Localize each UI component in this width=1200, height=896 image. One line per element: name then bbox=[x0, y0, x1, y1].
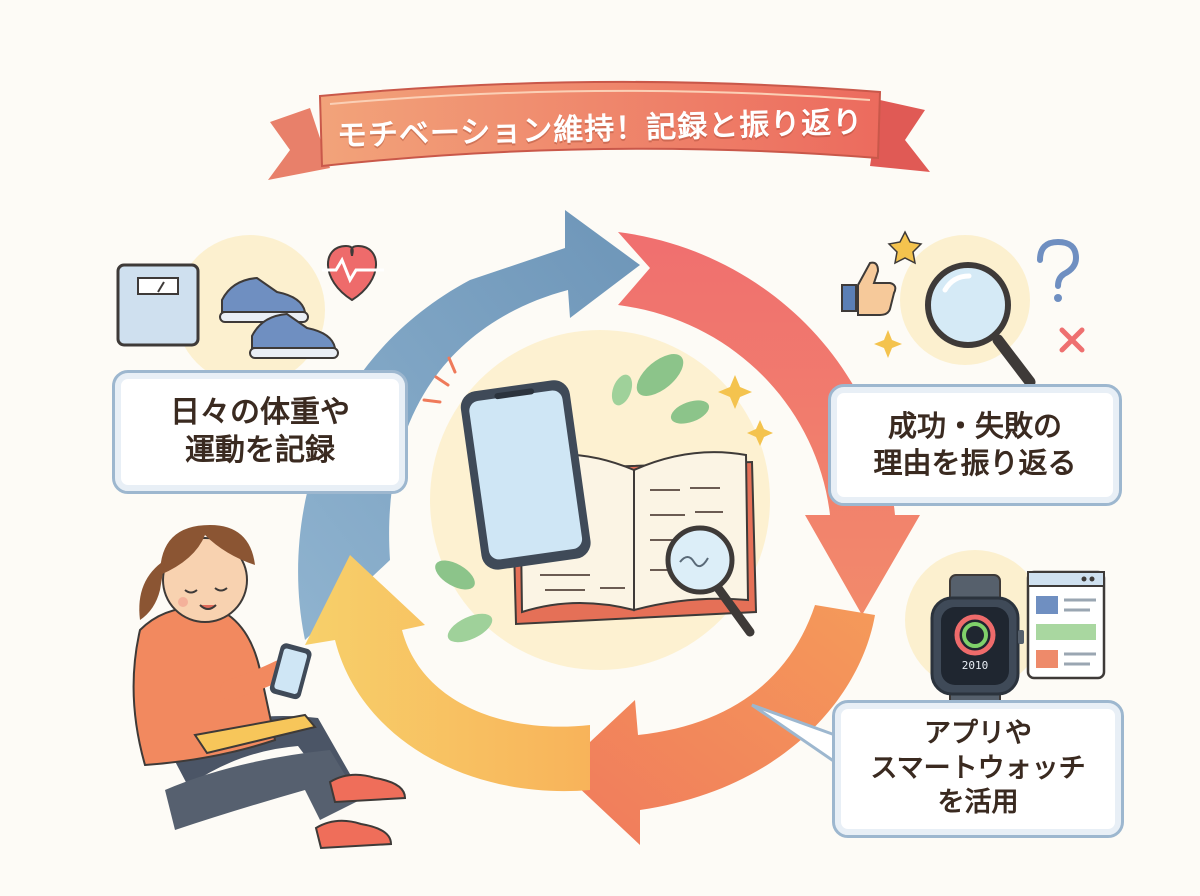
step-box-reflect: 成功・失敗の 理由を振り返る bbox=[828, 384, 1122, 506]
heart-rate-icon bbox=[322, 244, 384, 302]
arrow-yellow-return bbox=[305, 555, 590, 792]
title-banner bbox=[268, 80, 930, 180]
cross-icon bbox=[1059, 327, 1085, 353]
scale-icon bbox=[116, 263, 200, 347]
star-icon bbox=[887, 230, 923, 265]
ponytail bbox=[139, 560, 165, 620]
arrow-orange-apps bbox=[560, 605, 875, 845]
step-apps-line-3: を活用 bbox=[937, 787, 1019, 819]
arrow-red-reflect bbox=[618, 232, 920, 615]
banner-right-tail bbox=[870, 100, 930, 172]
step-reflect-line-2: 理由を振り返る bbox=[873, 446, 1077, 480]
center-illustration bbox=[422, 354, 773, 643]
banner-body bbox=[318, 80, 882, 168]
step-apps-line-2: スマートウォッチ bbox=[870, 752, 1086, 784]
smartphone-icon bbox=[460, 380, 591, 570]
leaf-icon bbox=[611, 374, 633, 406]
notebook-scribbles bbox=[540, 487, 723, 591]
magnifier-icon bbox=[665, 525, 755, 637]
step-apps-line-1: アプリや bbox=[924, 718, 1032, 750]
sparkle-icon bbox=[718, 375, 752, 409]
watch-readout: 2010 bbox=[962, 659, 989, 672]
leaf-icon bbox=[447, 613, 493, 643]
activity-ring bbox=[954, 614, 996, 656]
question-icon bbox=[1037, 238, 1080, 289]
leaf-icon bbox=[636, 354, 684, 396]
step-reflect-line-1: 成功・失敗の bbox=[887, 408, 1062, 443]
thumbs-up-icon bbox=[841, 261, 897, 316]
sneakers-icon bbox=[219, 276, 339, 359]
leaf-icon bbox=[670, 400, 710, 424]
leaf-icon bbox=[435, 560, 475, 590]
activity-ring bbox=[962, 622, 988, 648]
step-box-apps: アプリや スマートウォッチ を活用 bbox=[832, 700, 1124, 838]
banner-left-tail bbox=[268, 108, 330, 180]
sparkle-icon bbox=[747, 420, 773, 446]
step-record-line-2: 運動を記録 bbox=[185, 433, 335, 468]
search-magnifier-icon bbox=[925, 262, 1036, 388]
sparkle-icon bbox=[874, 330, 902, 358]
arrow-blue-record bbox=[298, 210, 640, 640]
phone-buzz-lines bbox=[422, 356, 457, 404]
woman-journaling-illustration bbox=[132, 525, 407, 850]
app-window-icon bbox=[1026, 570, 1106, 680]
banner-inner-line bbox=[329, 89, 871, 105]
step-box-record: 日々の体重や 運動を記録 bbox=[112, 370, 408, 494]
phone-in-hand-icon bbox=[269, 643, 312, 700]
step-record-line-1: 日々の体重や bbox=[170, 394, 350, 430]
question-dot bbox=[1054, 294, 1062, 302]
